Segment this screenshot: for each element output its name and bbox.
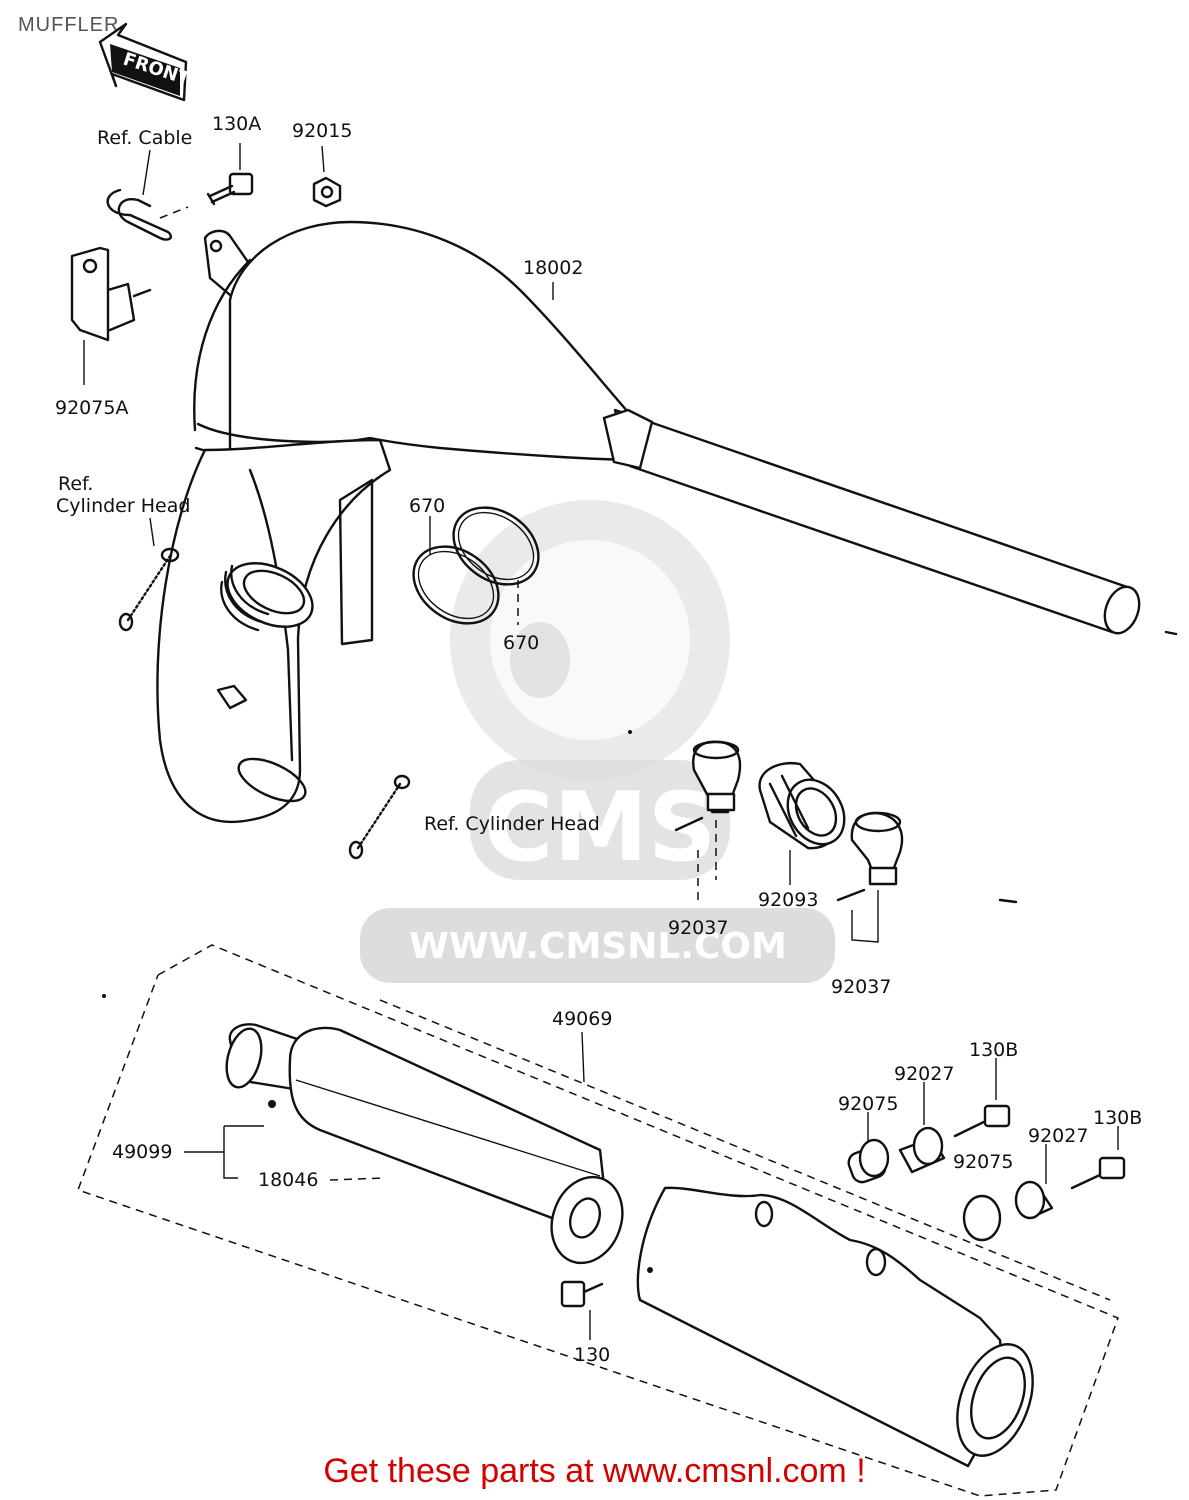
watermark-url: WWW.CMSNL.COM xyxy=(409,926,787,967)
label-92075-right: 92075 xyxy=(953,1151,1013,1173)
leader-49099-18046 xyxy=(184,1125,385,1181)
label-92027-top: 92027 xyxy=(894,1063,954,1085)
stray-marks xyxy=(102,630,1178,998)
expansion-chamber-18002 xyxy=(156,220,1141,824)
cms-watermark: CMS WWW.CMSNL.COM xyxy=(360,500,835,983)
bracket-92075A xyxy=(70,246,152,385)
spring-right xyxy=(348,774,411,860)
exhaust-seal-92093 xyxy=(758,761,846,885)
label-49069: 49069 xyxy=(552,1008,612,1030)
clamp-right-92037 xyxy=(836,811,904,943)
hardware-upper-right xyxy=(847,1058,1011,1184)
clamp-left-92037 xyxy=(674,740,742,905)
label-ref-cylinder-head-2: Ref. Cylinder Head xyxy=(424,813,600,835)
label-18046: 18046 xyxy=(258,1169,318,1191)
bolt-130 xyxy=(560,1280,604,1340)
o-rings-670 xyxy=(412,506,540,625)
label-ref-cylinder-head-1b: Cylinder Head xyxy=(56,495,190,517)
label-18002: 18002 xyxy=(523,257,583,279)
label-670-top: 670 xyxy=(409,495,445,517)
nut-92015 xyxy=(312,145,342,208)
label-ref-cable: Ref. Cable xyxy=(97,127,192,149)
label-92093: 92093 xyxy=(758,889,818,911)
footer-cta-link[interactable]: Get these parts at www.cmsnl.com ! xyxy=(323,1452,866,1490)
silencer-18046 xyxy=(225,1023,624,1265)
label-130: 130 xyxy=(574,1344,610,1366)
label-670-bottom: 670 xyxy=(503,632,539,654)
label-92037-right: 92037 xyxy=(831,976,891,998)
spring-left xyxy=(118,517,180,632)
front-arrow-marker: FRONT xyxy=(98,22,193,102)
label-92037-left: 92037 xyxy=(668,917,728,939)
hardware-lower-right xyxy=(962,1126,1126,1242)
label-92075A: 92075A xyxy=(55,397,128,419)
label-ref-cylinder-head-1a: Ref. xyxy=(58,473,93,495)
silencer-assembly-outline xyxy=(77,944,1119,1497)
label-92075-top: 92075 xyxy=(838,1093,898,1115)
diagram-title: MUFFLER xyxy=(18,14,120,36)
ref-cable-clip xyxy=(106,149,173,241)
label-130B-top: 130B xyxy=(969,1039,1018,1061)
label-49099: 49099 xyxy=(112,1141,172,1163)
silencer-guard-49069 xyxy=(379,999,1111,1468)
label-92027-right: 92027 xyxy=(1028,1125,1088,1147)
bolt-130A xyxy=(159,143,254,219)
label-92015: 92015 xyxy=(292,120,352,142)
label-130B-right: 130B xyxy=(1093,1107,1142,1129)
label-130A: 130A xyxy=(212,113,261,135)
